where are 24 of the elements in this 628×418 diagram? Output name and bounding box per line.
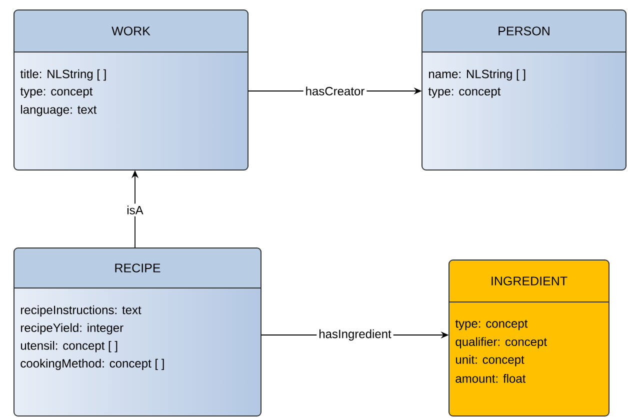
- edge-label: hasIngredient: [316, 327, 394, 343]
- attribute-text: utensil: concept [ ]: [21, 341, 118, 352]
- class-box: [448, 260, 610, 416]
- attribute-text: title: NLString [ ]: [20, 69, 106, 81]
- edge-label: hasCreator: [303, 84, 367, 98]
- edge-label: isA: [124, 204, 146, 216]
- attribute-text: cookingMethod: concept [ ]: [20, 358, 164, 370]
- attribute-text: unit: concept: [456, 355, 524, 366]
- attribute-text: amount: float: [456, 374, 526, 383]
- class-box: [14, 10, 248, 170]
- attribute-text: recipeYield: integer: [21, 323, 124, 334]
- attribute-text: type: concept: [20, 88, 93, 98]
- class-box: [14, 248, 262, 416]
- attribute-text: recipeInstructions: text: [21, 305, 142, 317]
- class-name: INGREDIENT: [492, 276, 568, 286]
- attribute-text: name: NLString [ ]: [429, 69, 526, 81]
- attribute-text: language: text: [21, 105, 97, 116]
- attribute-text: type: concept: [428, 88, 501, 98]
- attribute-text: type: concept: [455, 320, 528, 330]
- class-box: [422, 10, 626, 170]
- attribute-text: qualifier: concept: [456, 337, 547, 348]
- class-name: PERSON: [498, 26, 550, 36]
- class-name: WORK: [112, 26, 150, 36]
- class-name: RECIPE: [115, 264, 160, 272]
